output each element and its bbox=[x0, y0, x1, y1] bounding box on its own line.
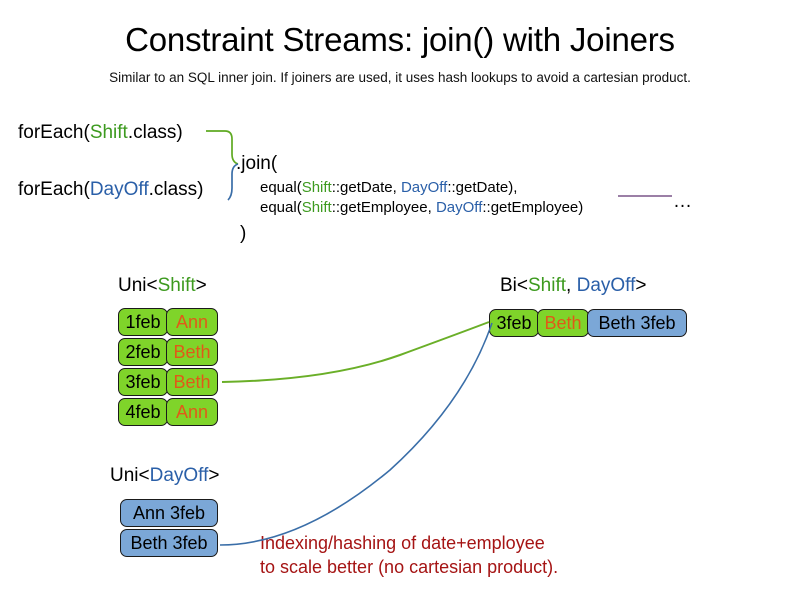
code-token-dayoff: DayOff bbox=[89, 179, 149, 200]
code-foreach-shift-suffix: .class) bbox=[127, 122, 183, 143]
code-token-shift: Shift bbox=[89, 122, 128, 143]
connector-dayoff-fact-to-bi bbox=[219, 322, 493, 546]
label-uni-dayoff-suffix: > bbox=[208, 465, 220, 486]
shift-employee-cell: Beth bbox=[166, 338, 218, 366]
label-bi-type-shift: Shift bbox=[528, 275, 567, 296]
shift-fact-row: 1feb Ann bbox=[118, 308, 218, 336]
shift-fact-row: 2feb Beth bbox=[118, 338, 218, 366]
code-arg2-prefix: equal( bbox=[260, 199, 302, 216]
code-arg2-left-type: Shift bbox=[301, 199, 332, 216]
shift-fact-row: 4feb Ann bbox=[118, 398, 218, 426]
bi-shift-date-cell: 3feb bbox=[489, 309, 539, 337]
page-title: Constraint Streams: join() with Joiners bbox=[125, 21, 675, 58]
code-foreach-dayoff-prefix: forEach( bbox=[18, 179, 90, 200]
label-uni-shift-type: Shift bbox=[157, 275, 196, 296]
connector-shift-to-join bbox=[206, 130, 239, 165]
label-uni-shift-prefix: Uni< bbox=[118, 275, 158, 296]
label-bi-prefix: Bi< bbox=[500, 275, 528, 296]
shift-date-cell: 2feb bbox=[118, 338, 168, 366]
bi-fact-row: 3feb Beth Beth 3feb bbox=[489, 309, 687, 337]
label-uni-dayoff-prefix: Uni< bbox=[110, 465, 150, 486]
code-arg2-right-type: DayOff bbox=[435, 199, 483, 216]
bi-shift-employee-cell: Beth bbox=[537, 309, 589, 337]
code-ellipsis: … bbox=[673, 191, 692, 212]
code-foreach-shift-prefix: forEach( bbox=[18, 122, 90, 143]
shift-date-cell: 4feb bbox=[118, 398, 168, 426]
shift-date-cell: 3feb bbox=[118, 368, 168, 396]
code-arg2-left-rest: ::getEmployee, bbox=[331, 199, 436, 216]
code-arg2-right-rest: ::getEmployee) bbox=[482, 199, 584, 216]
label-bi-suffix: > bbox=[635, 275, 647, 296]
label-bi-separator: , bbox=[566, 275, 577, 296]
shift-employee-cell: Ann bbox=[166, 308, 218, 336]
label-uni-dayoff: Uni<DayOff> bbox=[110, 464, 220, 488]
connector-shift-fact-to-bi bbox=[221, 321, 490, 383]
code-joiner-equal-date: equal(Shift::getDate, DayOff::getDate), bbox=[260, 178, 517, 197]
code-arg1-prefix: equal( bbox=[260, 179, 302, 196]
label-uni-dayoff-type: DayOff bbox=[149, 465, 209, 486]
dayoff-fact-row: Beth 3feb bbox=[120, 529, 218, 557]
bi-dayoff-cell: Beth 3feb bbox=[587, 309, 687, 337]
code-foreach-dayoff: forEach(DayOff.class) bbox=[18, 178, 204, 202]
label-bi-shift-dayoff: Bi<Shift, DayOff> bbox=[500, 274, 646, 298]
annotation-line-2: to scale better (no cartesian product). bbox=[260, 557, 559, 577]
shift-employee-cell: Ann bbox=[166, 398, 218, 426]
annotation-text: Indexing/hashing of date+employee to scal… bbox=[260, 531, 558, 579]
code-arg1-right-rest: ::getDate), bbox=[447, 179, 518, 196]
page-subtitle: Similar to an SQL inner join. If joiners… bbox=[109, 70, 691, 85]
label-uni-shift: Uni<Shift> bbox=[118, 274, 207, 298]
code-arg1-left-rest: ::getDate, bbox=[331, 179, 401, 196]
dayoff-cell: Beth 3feb bbox=[120, 529, 218, 557]
shift-date-cell: 1feb bbox=[118, 308, 168, 336]
code-arg1-right-type: DayOff bbox=[400, 179, 448, 196]
code-join-close: ) bbox=[240, 223, 247, 244]
label-uni-shift-suffix: > bbox=[195, 275, 207, 296]
code-arg1-left-type: Shift bbox=[301, 179, 332, 196]
code-foreach-shift: forEach(Shift.class) bbox=[18, 121, 183, 145]
label-bi-type-dayoff: DayOff bbox=[576, 275, 636, 296]
shift-employee-cell: Beth bbox=[166, 368, 218, 396]
code-joiner-equal-employee: equal(Shift::getEmployee, DayOff::getEmp… bbox=[260, 198, 583, 217]
annotation-line-1: Indexing/hashing of date+employee bbox=[260, 533, 545, 553]
code-foreach-dayoff-suffix: .class) bbox=[148, 179, 204, 200]
code-join-open: .join( bbox=[236, 153, 278, 174]
dayoff-fact-row: Ann 3feb bbox=[120, 499, 218, 527]
dayoff-cell: Ann 3feb bbox=[120, 499, 218, 527]
shift-fact-row: 3feb Beth bbox=[118, 368, 218, 396]
